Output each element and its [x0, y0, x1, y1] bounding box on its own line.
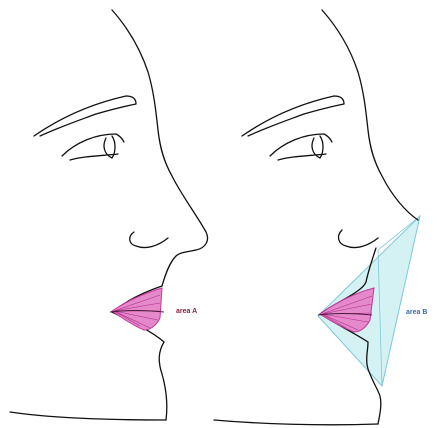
left-lip-area: [110, 288, 164, 330]
left-face-profile: [10, 10, 208, 420]
right-jaw-line: [214, 420, 378, 425]
area-b-label: area B: [406, 309, 427, 316]
left-eyebrow: [34, 96, 136, 136]
right-face-outline: [322, 10, 418, 220]
right-nostril: [339, 230, 378, 248]
left-chin-outline: [159, 342, 167, 420]
area-a-label: area A: [176, 308, 197, 315]
left-jaw-line: [10, 412, 166, 420]
right-eyebrow: [242, 96, 344, 136]
left-nostril: [130, 232, 168, 248]
left-face-outline: [112, 10, 208, 286]
